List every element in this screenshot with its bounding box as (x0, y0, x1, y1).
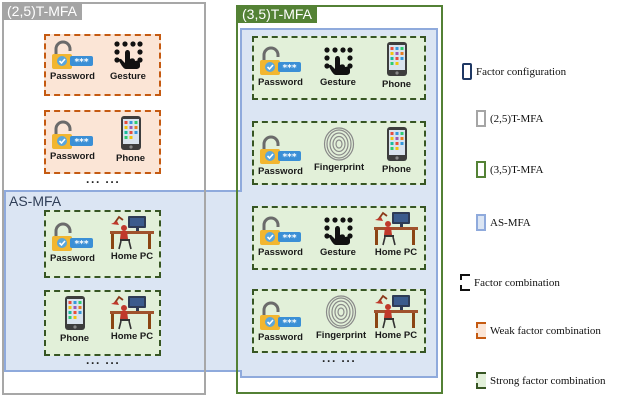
legend-weak: Weak factor combination (476, 322, 601, 339)
factor-homepc: Home PC (108, 294, 156, 342)
factor-password: Password (258, 135, 303, 177)
gesture-pattern-icon (321, 214, 355, 246)
padlock-password-icon (258, 301, 302, 331)
t35-mfa-frame (236, 5, 443, 394)
factor-phone: Phone (382, 125, 411, 175)
factor-label: Password (50, 151, 95, 162)
asmfa-label: AS-MFA (9, 193, 62, 209)
factor-homepc: Home PC (372, 293, 420, 341)
t25-mfa-label: (2,5)T-MFA (2, 2, 83, 20)
legend-label: (2,5)T-MFA (490, 112, 544, 125)
legend-label: Strong factor combination (490, 374, 606, 387)
padlock-password-icon (50, 40, 94, 70)
factor-password: Password (50, 120, 95, 162)
factor-label: Phone (60, 333, 90, 344)
factor-label: Home PC (110, 251, 154, 262)
ellipsis-right-bottom: ··· ··· (322, 354, 357, 368)
legend-swatch-strong (476, 372, 486, 389)
ellipsis-left-top: ··· ··· (86, 175, 121, 189)
home-pc-desk-icon (108, 294, 156, 330)
legend-swatch-combination (460, 274, 470, 291)
factor-label: Gesture (320, 247, 356, 258)
gesture-pattern-icon (321, 44, 355, 76)
factor-fingerprint: Fingerprint (316, 295, 366, 341)
factor-label: Home PC (110, 331, 154, 342)
combo-password-gesture-phone-strong: Password Gesture Phone (252, 36, 426, 100)
factor-homepc: Home PC (372, 210, 420, 258)
legend-factor-configuration: Factor configuration (462, 63, 566, 80)
factor-label: Phone (382, 79, 412, 90)
factor-label: Home PC (374, 330, 418, 341)
factor-phone: Phone (60, 294, 89, 344)
legend-swatch-config (462, 63, 472, 80)
factor-label: Fingerprint (316, 330, 367, 341)
legend-t25: (2,5)T-MFA (476, 110, 543, 127)
factor-password: Password (50, 222, 95, 264)
legend-t35: (3,5)T-MFA (476, 161, 543, 178)
padlock-password-icon (50, 120, 94, 150)
padlock-password-icon (50, 222, 94, 252)
smartphone-icon (120, 114, 142, 152)
home-pc-desk-icon (372, 210, 420, 246)
combo-phone-homepc-strong: Phone Home PC (44, 290, 161, 356)
factor-label: Password (258, 332, 303, 343)
factor-label: Gesture (110, 71, 146, 82)
factor-fingerprint: Fingerprint (314, 127, 364, 173)
legend-swatch-weak (476, 322, 486, 339)
gesture-pattern-icon (111, 38, 145, 70)
legend-label: Factor combination (474, 276, 560, 289)
padlock-password-icon (258, 46, 302, 76)
factor-label: Phone (116, 153, 146, 164)
factor-gesture: Gesture (320, 214, 356, 258)
combo-password-fingerprint-phone-strong: Password Fingerprint Phone (252, 121, 426, 185)
legend-label: (3,5)T-MFA (490, 163, 544, 176)
factor-password: Password (50, 40, 95, 82)
factor-label: Password (50, 71, 95, 82)
factor-homepc: Home PC (108, 214, 156, 262)
combo-password-gesture-weak: Password Gesture (44, 34, 161, 96)
factor-label: Phone (382, 164, 412, 175)
combo-password-phone-weak: Password Phone (44, 110, 161, 174)
legend-factor-combination: Factor combination (460, 274, 560, 291)
legend-swatch-t35 (476, 161, 486, 178)
t35-mfa-label: (3,5)T-MFA (237, 5, 318, 23)
legend-swatch-asmfa (476, 214, 486, 231)
legend-label: Factor configuration (476, 65, 567, 78)
factor-label: Fingerprint (314, 162, 365, 173)
factor-gesture: Gesture (320, 44, 356, 88)
padlock-password-icon (258, 216, 302, 246)
factor-label: Gesture (320, 77, 356, 88)
legend-strong: Strong factor combination (476, 372, 605, 389)
factor-label: Password (258, 247, 303, 258)
factor-phone: Phone (382, 40, 411, 90)
home-pc-desk-icon (108, 214, 156, 250)
factor-gesture: Gesture (110, 38, 146, 82)
smartphone-icon (64, 294, 86, 332)
factor-label: Home PC (374, 247, 418, 258)
t25-mfa-frame (2, 2, 206, 395)
fingerprint-icon (323, 127, 355, 161)
home-pc-desk-icon (372, 293, 420, 329)
combo-password-homepc-strong: Password Home PC (44, 210, 161, 278)
factor-label: Password (258, 166, 303, 177)
factor-label: Password (258, 77, 303, 88)
factor-label: Password (50, 253, 95, 264)
combo-password-fingerprint-homepc-strong: Password Fingerprint Home PC (252, 289, 426, 353)
legend-asmfa: AS-MFA (476, 214, 531, 231)
legend-swatch-t25 (476, 110, 486, 127)
ellipsis-left-bottom: ··· ··· (86, 356, 121, 370)
factor-password: Password (258, 216, 303, 258)
combo-password-gesture-homepc-strong: Password Gesture Home PC (252, 206, 426, 270)
fingerprint-icon (325, 295, 357, 329)
factor-password: Password (258, 46, 303, 88)
legend-label: Weak factor combination (490, 324, 601, 337)
smartphone-icon (386, 40, 408, 78)
legend-label: AS-MFA (490, 216, 531, 229)
factor-phone: Phone (116, 114, 145, 164)
smartphone-icon (386, 125, 408, 163)
factor-password: Password (258, 301, 303, 343)
padlock-password-icon (258, 135, 302, 165)
